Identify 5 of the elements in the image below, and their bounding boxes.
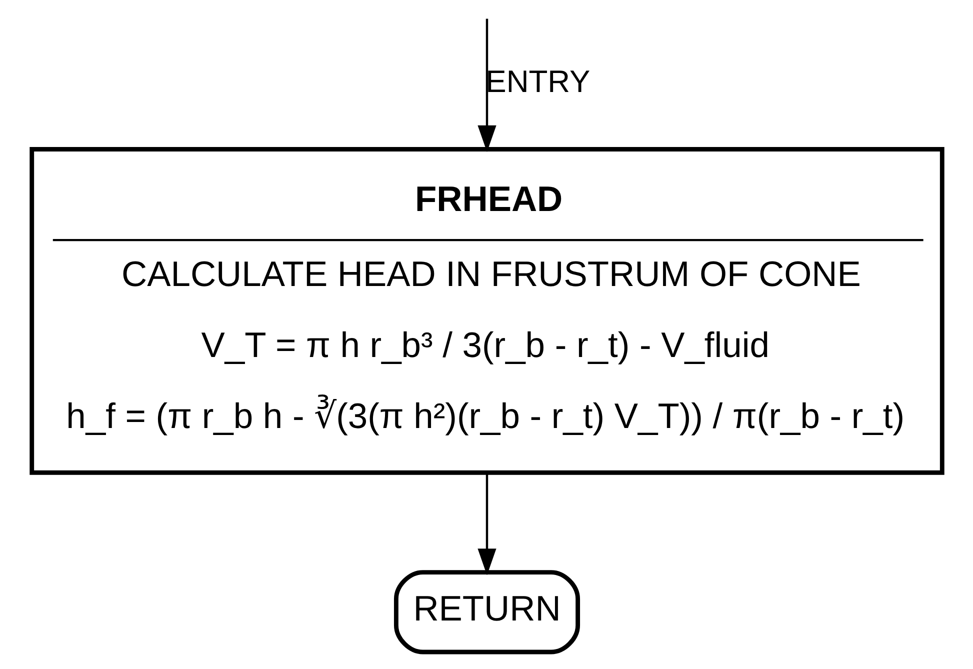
arrow (477, 472, 496, 576)
node-box: FRHEAD CALCULATE HEAD IN FRUSTRUM OF CONE V_T = π h r_b³ / 3(r_b - r_t) - V_fluid h_f = (π r_b h - ∛(3(π h²)(r_b - r_t) V_T)) / π(r_b - r_t) (29, 147, 944, 475)
node-box: RETURN (393, 570, 580, 654)
arrow (477, 18, 496, 152)
edge-label: ENTRY (485, 64, 590, 100)
